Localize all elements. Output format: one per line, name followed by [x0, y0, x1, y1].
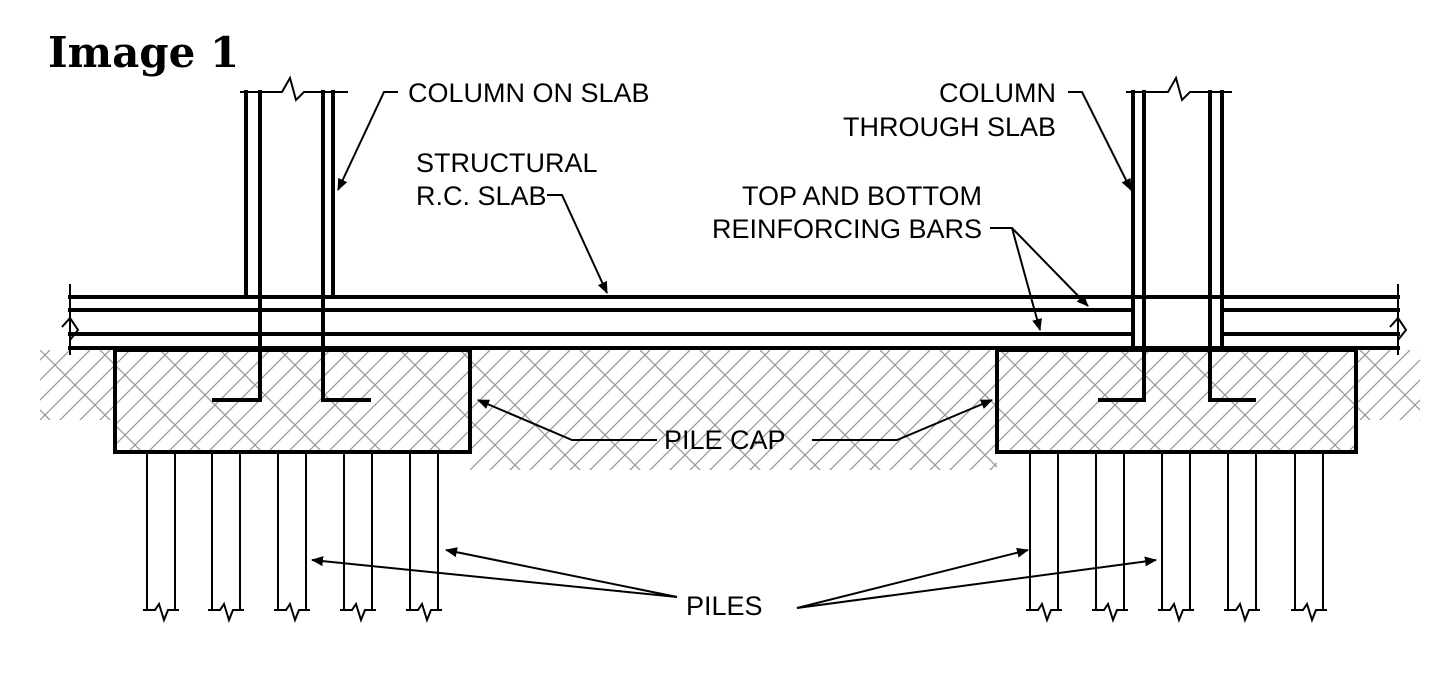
- label-piles: PILES: [686, 591, 763, 621]
- label-column-through-slab-line2: THROUGH SLAB: [843, 112, 1056, 142]
- label-structural-slab-line2: R.C. SLAB: [416, 181, 547, 211]
- label-structural-slab-line1: STRUCTURAL: [416, 148, 598, 178]
- pile-cap-right: [995, 348, 1358, 454]
- label-reinforcing-line1: TOP AND BOTTOM: [742, 181, 982, 211]
- piles-left: [143, 454, 442, 623]
- leader-lines: [311, 91, 1157, 609]
- label-column-on-slab: COLUMN ON SLAB: [408, 78, 650, 108]
- soil-hatching: [40, 350, 1420, 470]
- label-pile-cap: PILE CAP: [664, 425, 786, 455]
- label-reinforcing-line2: REINFORCING BARS: [712, 214, 982, 244]
- piles-right: [1026, 454, 1327, 623]
- label-column-through-slab-line1: COLUMN: [939, 78, 1056, 108]
- pile-cap-left: [113, 348, 472, 454]
- image-heading: Image 1: [48, 28, 240, 77]
